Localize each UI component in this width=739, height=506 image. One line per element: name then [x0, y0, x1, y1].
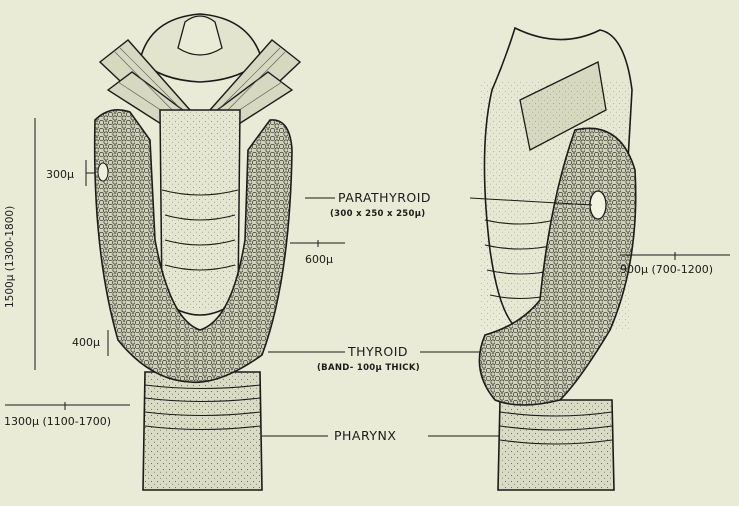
left-view [95, 14, 300, 490]
right-view [479, 28, 635, 490]
measure-600: 600μ [305, 253, 333, 266]
measure-vertical: 1500μ (1300-1800) [4, 206, 16, 308]
left-parathyroid [98, 163, 108, 181]
label-pharynx: PHARYNX [334, 428, 396, 443]
label-thyroid-note: (BAND- 100μ THICK) [317, 363, 420, 373]
label-thyroid: THYROID [348, 344, 408, 359]
measure-400: 400μ [72, 336, 100, 349]
measure-width-left: 1300μ (1100-1700) [4, 415, 111, 428]
measure-300: 300μ [46, 168, 74, 181]
right-parathyroid [590, 191, 606, 219]
measure-width-right: 900μ (700-1200) [620, 263, 713, 276]
label-parathyroid: PARATHYROID [338, 190, 431, 205]
label-parathyroid-size: (300 x 250 x 250μ) [330, 209, 425, 219]
